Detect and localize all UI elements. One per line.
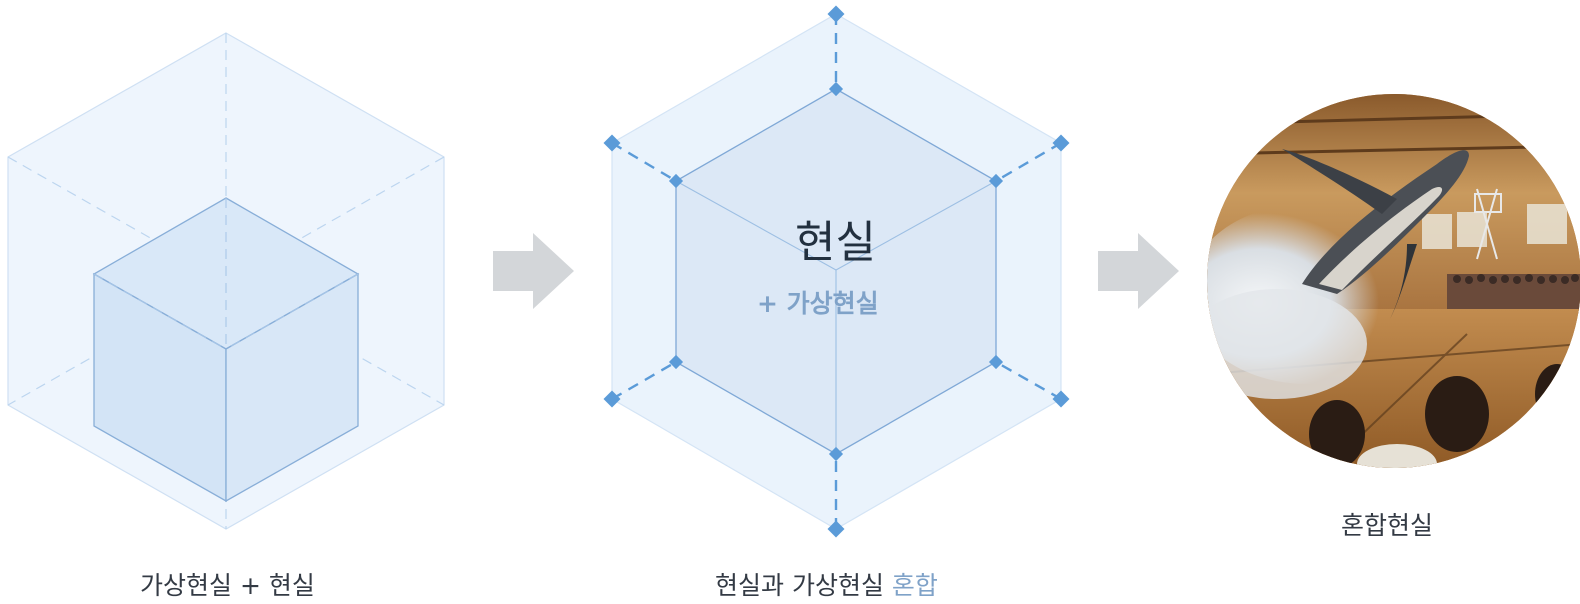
middle-caption: 현실과 가상현실 혼합 [715, 566, 938, 602]
middle-caption-text: 현실과 가상현실 [715, 571, 892, 600]
inner-cube-right [225, 272, 359, 503]
left-caption-text: 가상현실 + 현실 [140, 571, 315, 600]
middle-caption-accent: 혼합 [891, 571, 938, 600]
right-caption: 혼합현실 [1341, 511, 1434, 540]
whale-in-gym-illustration [1207, 94, 1580, 468]
middle-subtitle: + 가상현실 [757, 289, 879, 318]
mixed-reality-whale-photo [1207, 94, 1580, 468]
left-caption: 가상현실 + 현실 [140, 566, 315, 602]
middle-title: 현실 [795, 217, 876, 268]
